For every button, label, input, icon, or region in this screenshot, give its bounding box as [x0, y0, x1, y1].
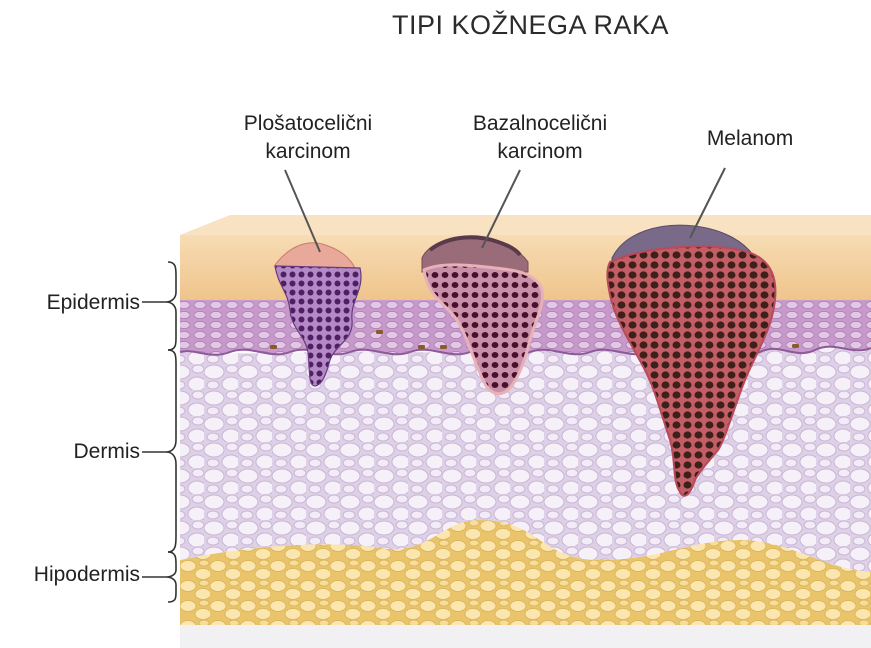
- skin-surface-top: [180, 215, 871, 235]
- bracket-epidermis: [166, 262, 176, 350]
- bracket-dermis: [166, 350, 176, 552]
- bracket-hypodermis: [166, 552, 176, 602]
- layer-brackets: [142, 262, 176, 602]
